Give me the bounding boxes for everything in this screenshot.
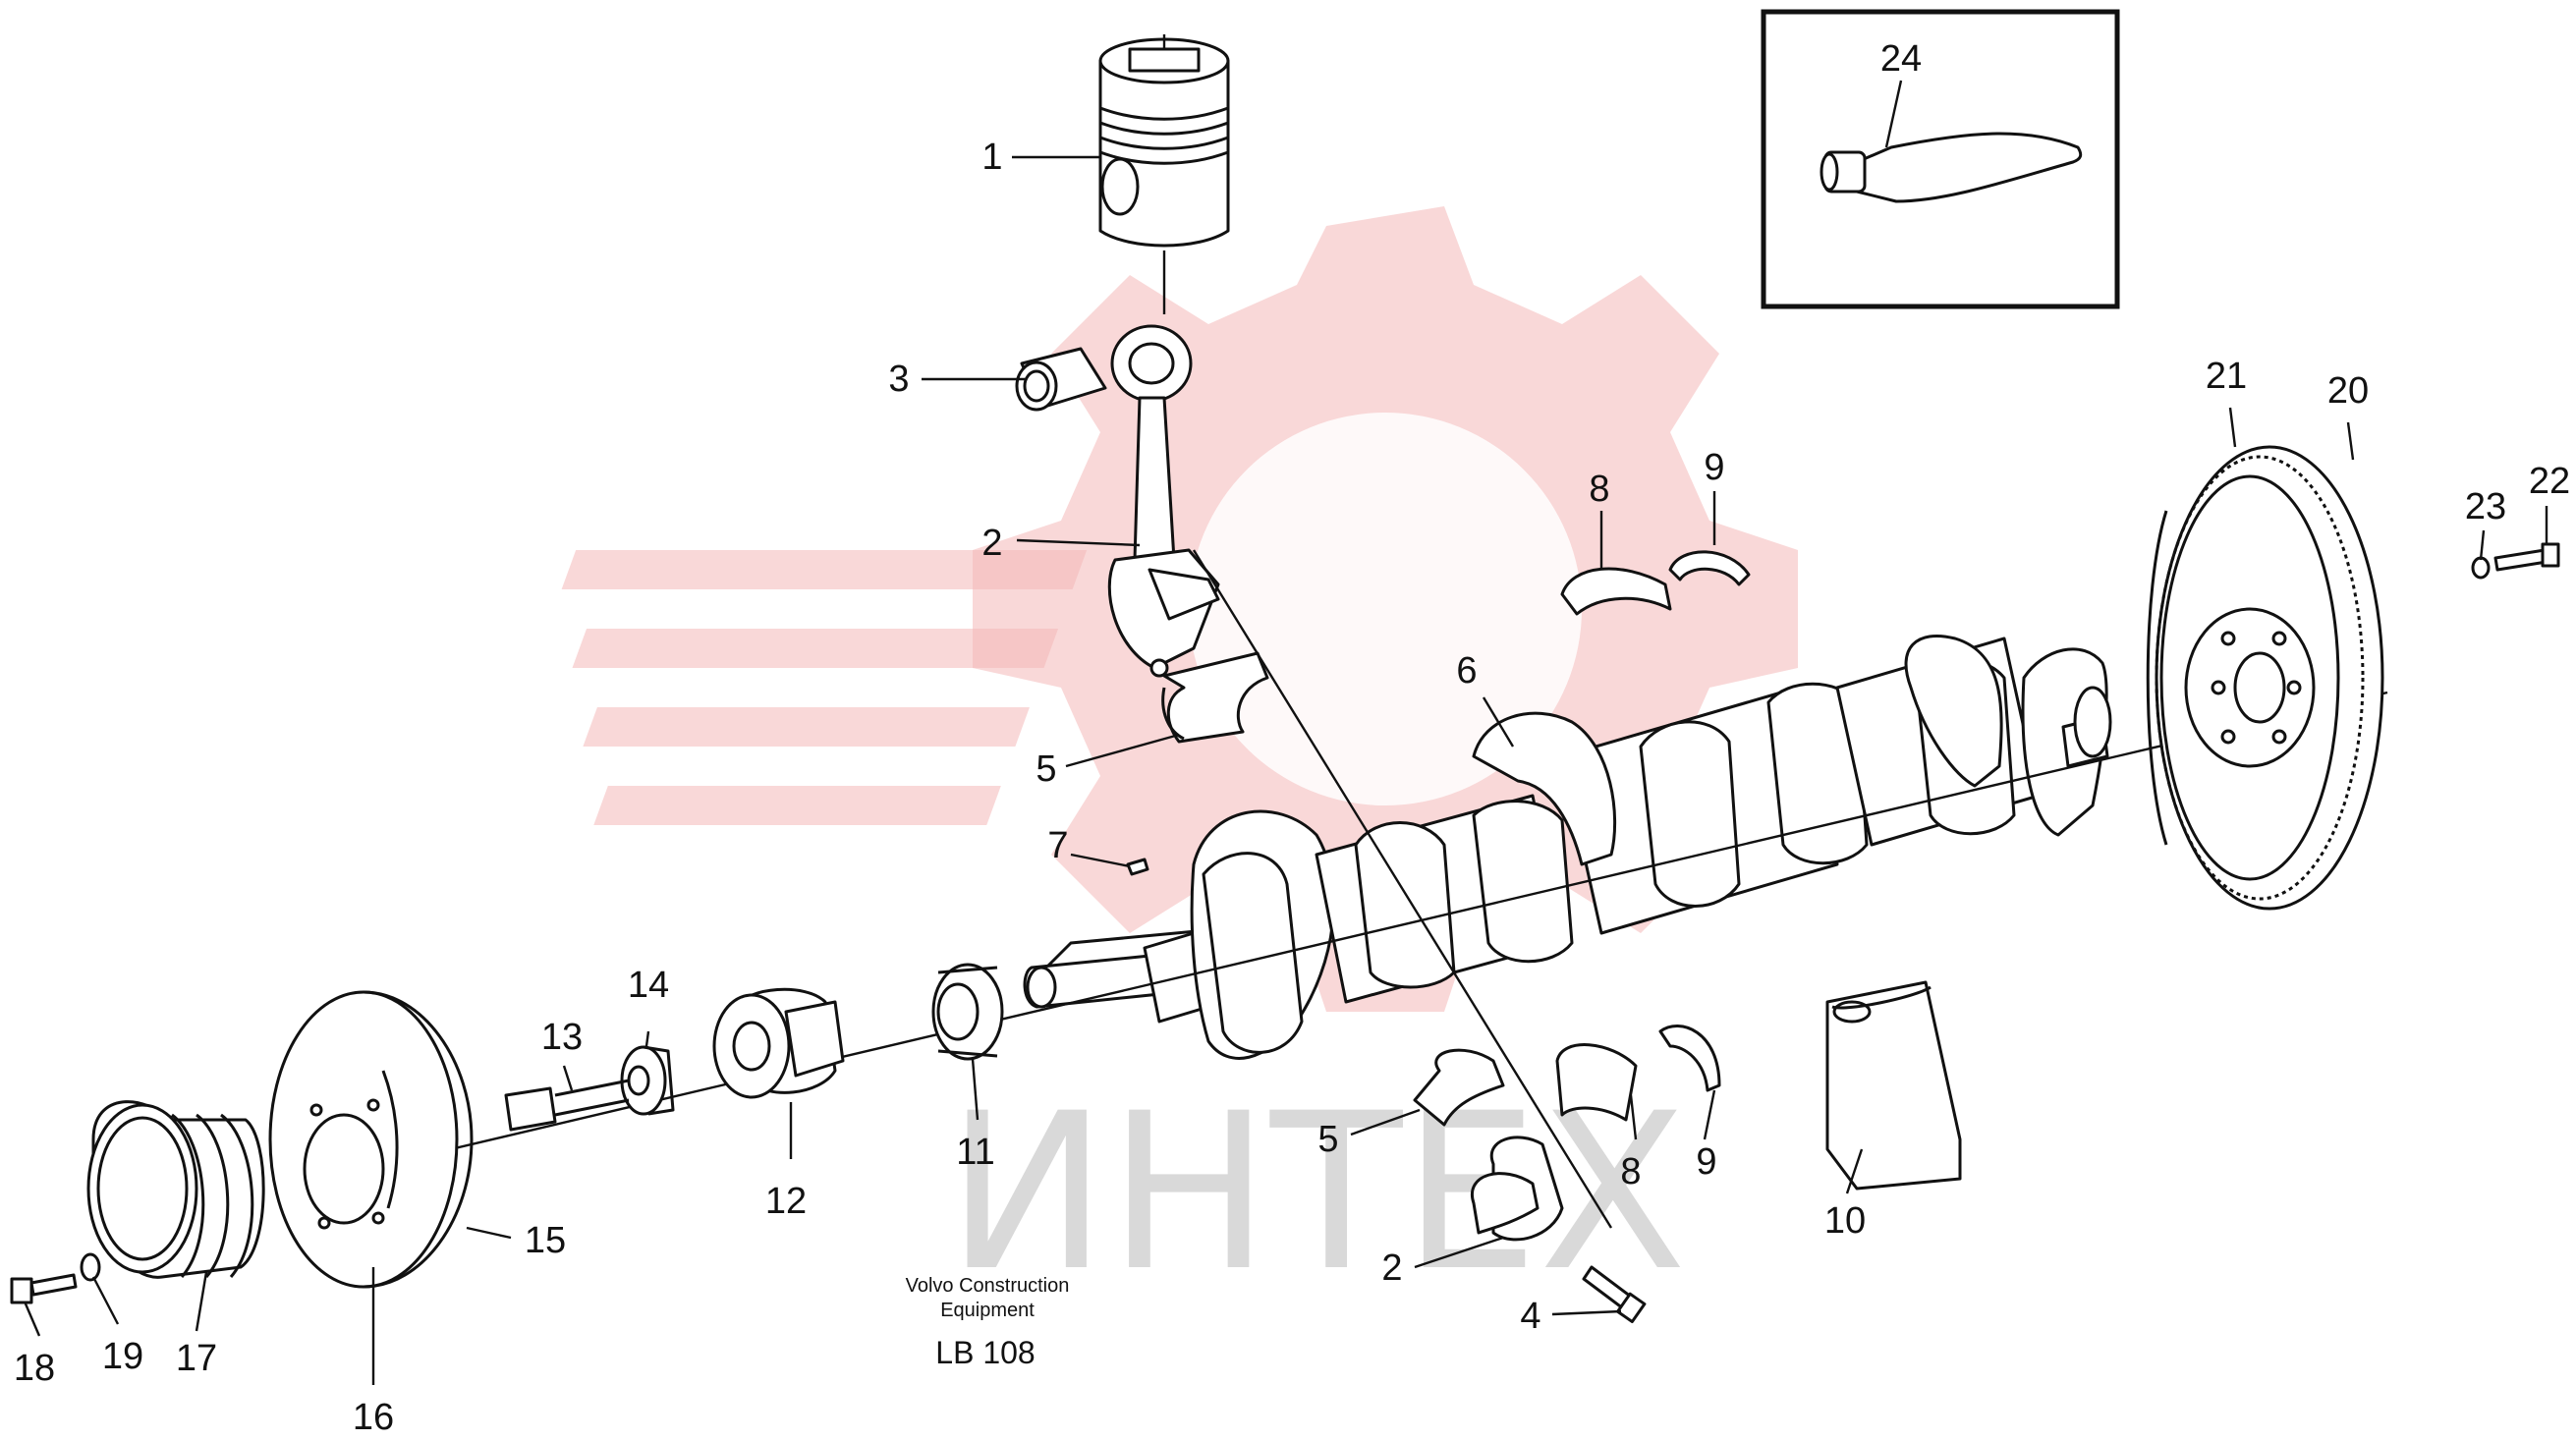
- part-labels: 1 2 3 5 6 7 8 9 21 20 23 22 14 13 12 11 …: [14, 38, 2570, 1438]
- part-label-23: 23: [2465, 486, 2506, 527]
- part-label-2-lower: 2: [1381, 1247, 1402, 1289]
- caption-code: LB 108: [935, 1335, 1035, 1370]
- main-bearing-shell-upper: [1560, 567, 1672, 616]
- main-bearing-shell-lower: [1555, 1043, 1638, 1122]
- part-label-15: 15: [525, 1220, 566, 1261]
- connecting-rod: [1107, 324, 1220, 678]
- part-label-14: 14: [628, 965, 669, 1006]
- part-label-13: 13: [541, 1017, 583, 1058]
- assembly-line: [1192, 549, 1613, 1229]
- flywheel-washer: [2471, 556, 2491, 580]
- big-end-bearing-upper: [1161, 651, 1269, 744]
- part-label-20: 20: [2327, 370, 2369, 412]
- part-label-18: 18: [14, 1348, 55, 1389]
- part-label-5-upper: 5: [1036, 748, 1056, 790]
- crankshaft-hub: [712, 987, 845, 1099]
- caption-line-2: Equipment: [940, 1300, 1035, 1321]
- part-label-6: 6: [1456, 650, 1477, 692]
- flywheel-bolt: [2493, 542, 2560, 572]
- part-label-17: 17: [176, 1338, 217, 1379]
- part-label-8-lower: 8: [1620, 1151, 1641, 1192]
- connecting-rod-cap: [1470, 1136, 1564, 1242]
- part-label-12: 12: [765, 1181, 807, 1222]
- crankshaft-pulley: [268, 990, 474, 1289]
- connecting-rod-bolt: [1582, 1265, 1647, 1324]
- part-label-8-upper: 8: [1589, 469, 1609, 510]
- diagram-caption: Volvo Construction Equipment LB 108: [906, 1275, 1070, 1370]
- main-bearing-cap: [1825, 980, 1962, 1191]
- woodruff-key: [1126, 858, 1149, 876]
- part-label-9-lower: 9: [1696, 1141, 1716, 1183]
- hub-bolt: [504, 1079, 630, 1132]
- part-label-1: 1: [981, 137, 1002, 178]
- part-label-2-upper: 2: [981, 523, 1002, 564]
- piston-pin-bush: [1015, 347, 1107, 412]
- caption-line-1: Volvo Construction: [906, 1275, 1070, 1297]
- piston: [1098, 34, 1230, 314]
- part-label-9-upper: 9: [1704, 447, 1724, 488]
- part-label-7: 7: [1047, 825, 1068, 866]
- part-label-10: 10: [1824, 1200, 1866, 1242]
- part-label-3: 3: [888, 359, 909, 400]
- centre-axis-line: [387, 691, 2388, 1166]
- part-label-16: 16: [353, 1397, 394, 1438]
- part-label-21: 21: [2206, 356, 2247, 397]
- damper-bolt: [10, 1273, 78, 1304]
- part-label-4: 4: [1520, 1296, 1540, 1337]
- flywheel: [2146, 445, 2384, 911]
- crankshaft-gear: [931, 963, 1004, 1061]
- washer-14: [620, 1045, 675, 1116]
- part-label-24: 24: [1880, 38, 1922, 80]
- vibration-damper: [86, 1100, 265, 1279]
- part-label-5-lower: 5: [1317, 1119, 1338, 1160]
- damper-washer: [80, 1252, 101, 1282]
- sealant-tube-inset: [1761, 9, 2120, 309]
- thrust-washer-upper: [1668, 550, 1751, 586]
- part-label-22: 22: [2529, 461, 2570, 502]
- leader-lines: [23, 155, 2548, 1385]
- big-end-bearing-lower: [1413, 1048, 1505, 1127]
- thrust-washer-lower: [1658, 1025, 1721, 1092]
- part-label-19: 19: [102, 1336, 143, 1377]
- part-label-11: 11: [956, 1132, 994, 1173]
